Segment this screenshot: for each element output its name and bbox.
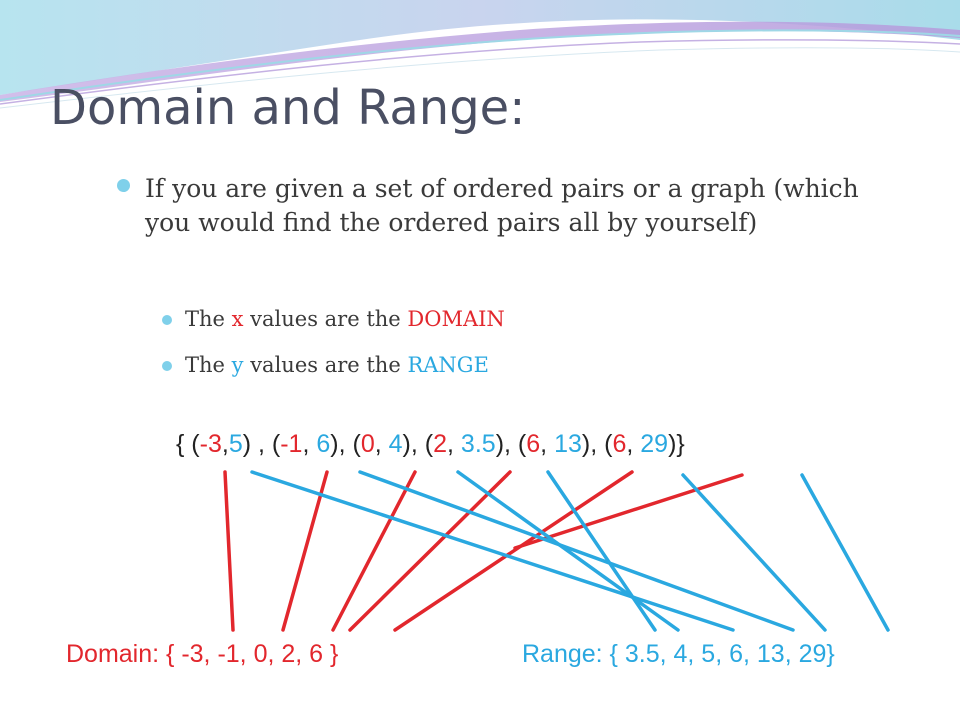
domain-line xyxy=(223,470,235,632)
header-wave-decoration xyxy=(0,0,960,109)
bullet-dot-icon xyxy=(117,179,130,192)
x-variable: x xyxy=(231,307,244,331)
sub-bullet-range: The y values are the RANGE xyxy=(185,353,489,377)
domain-line xyxy=(513,473,744,550)
sub-bullet-dot-icon xyxy=(162,315,172,325)
pair-3: (0, 4) xyxy=(352,430,411,458)
pair-1: (-3,5) xyxy=(191,430,252,458)
pair-4: (2, 3.5) xyxy=(424,430,505,458)
range-line xyxy=(358,470,795,632)
domain-line xyxy=(348,470,512,632)
sub-bullet-domain: The x values are the DOMAIN xyxy=(185,307,505,331)
domain-line xyxy=(281,470,329,632)
pair-2: (-1, 6) xyxy=(271,430,339,458)
range-set-label: Range: { 3.5, 4, 5, 6, 13, 29} xyxy=(522,640,835,668)
range-line xyxy=(456,470,680,632)
range-term: RANGE xyxy=(407,353,489,377)
slide-title: Domain and Range: xyxy=(50,80,526,136)
main-bullet-text: If you are given a set of ordered pairs … xyxy=(145,174,859,237)
domain-set-label: Domain: { -3, -1, 0, 2, 6 } xyxy=(66,640,339,668)
domain-line xyxy=(393,470,634,632)
range-line xyxy=(546,470,657,632)
domain-term: DOMAIN xyxy=(407,307,505,331)
pair-6: (6, 29) xyxy=(604,430,677,458)
y-variable: y xyxy=(231,353,244,377)
pair-5: (6, 13) xyxy=(517,430,591,458)
ordered-pairs-set: { (-3,5) , (-1, 6), (0, 4), (2, 3.5), (6… xyxy=(176,430,685,458)
range-line xyxy=(250,470,735,632)
domain-line xyxy=(331,470,417,632)
range-line xyxy=(800,473,890,632)
range-line xyxy=(681,473,827,632)
sub-bullet-dot-icon xyxy=(162,361,172,371)
